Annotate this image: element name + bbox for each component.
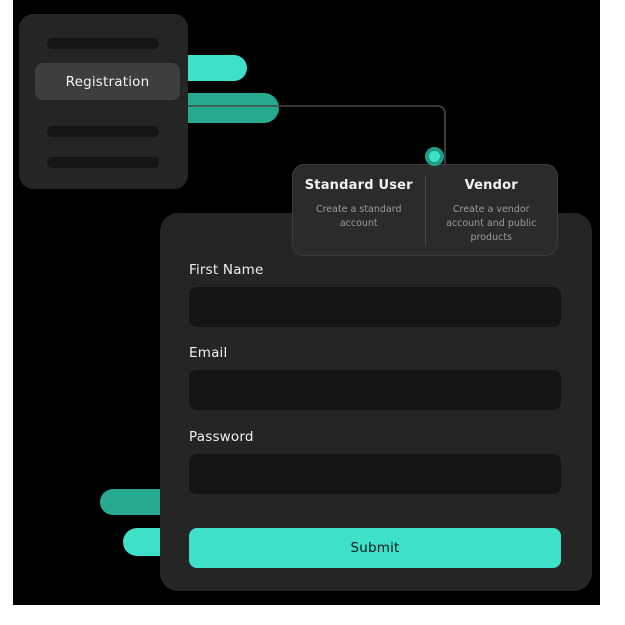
option-vendor[interactable]: Vendor Create a vendor account and publi… — [426, 165, 558, 255]
field-group-email: Email — [189, 345, 561, 410]
first-name-label: First Name — [189, 262, 264, 278]
registration-form-panel: First Name Email Password Submit — [160, 213, 592, 591]
option-vendor-description: Create a vendor account and public produ… — [446, 204, 537, 243]
email-input[interactable] — [189, 370, 561, 410]
email-label: Email — [189, 345, 228, 361]
skeleton-row-2 — [47, 126, 159, 137]
option-standard-user-description: Create a standard account — [315, 204, 402, 229]
sidebar-item-registration[interactable]: Registration — [35, 63, 180, 100]
option-standard-user-title: Standard User — [304, 178, 413, 193]
password-input[interactable] — [189, 454, 561, 494]
password-label: Password — [189, 429, 254, 445]
skeleton-row-3 — [47, 157, 159, 168]
option-standard-user[interactable]: Standard User Create a standard account — [293, 165, 425, 255]
artboard: First Name Email Password Submit Registr… — [13, 0, 600, 605]
first-name-input[interactable] — [189, 287, 561, 327]
sidebar-panel: Registration — [19, 14, 188, 189]
skeleton-row-1 — [47, 38, 159, 49]
connector-dot — [425, 147, 444, 166]
option-vendor-title: Vendor — [464, 178, 518, 193]
field-group-password: Password — [189, 429, 561, 494]
field-group-first-name: First Name — [189, 262, 561, 327]
option-divider — [424, 175, 426, 245]
account-type-option-card: Standard User Create a standard account … — [292, 164, 558, 256]
submit-button[interactable]: Submit — [189, 528, 561, 568]
